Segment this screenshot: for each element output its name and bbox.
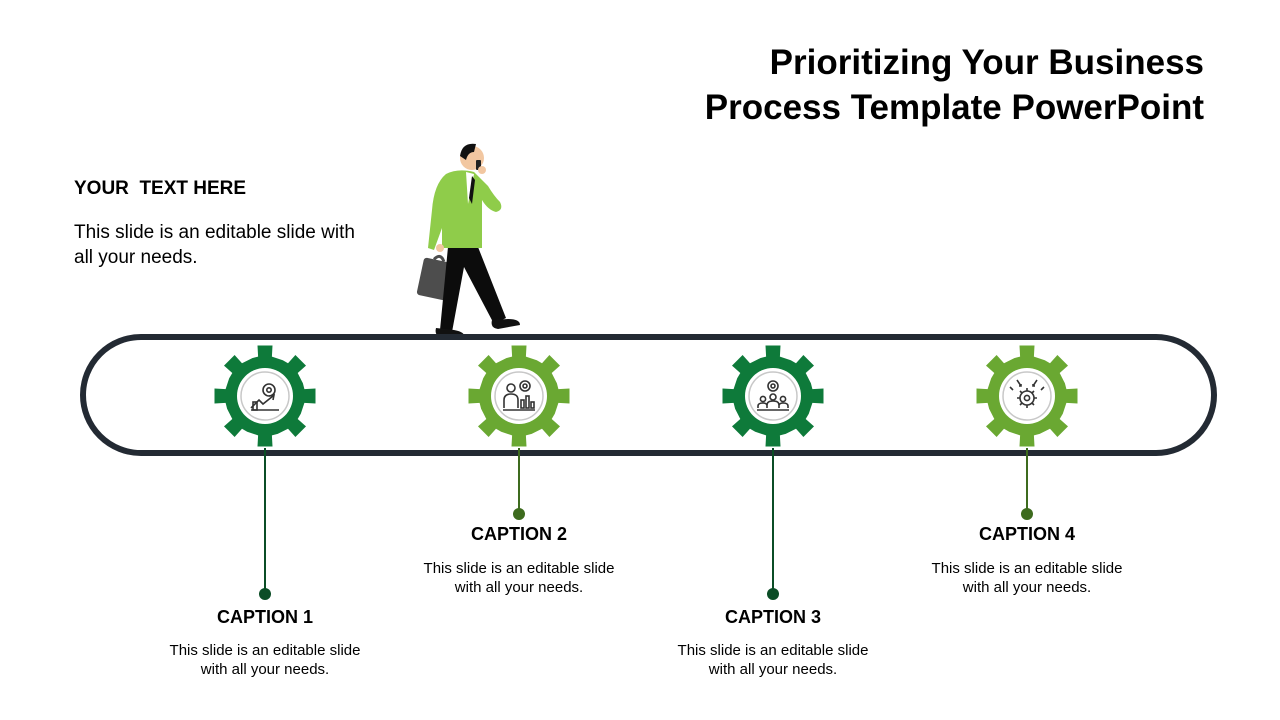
step-1-dot <box>259 588 271 600</box>
step-2-caption: CAPTION 2 <box>419 524 619 545</box>
gear-arrows-icon <box>1005 374 1049 418</box>
step-2-dot <box>513 508 525 520</box>
team-gear-icon <box>751 374 795 418</box>
step-1-gear <box>213 344 317 448</box>
step-4-gear <box>975 344 1079 448</box>
step-1-connector <box>264 448 266 594</box>
step-4-connector <box>1026 448 1028 510</box>
step-4-text: This slide is an editable slide with all… <box>927 559 1127 597</box>
step-2-text: This slide is an editable slide with all… <box>419 559 619 597</box>
intro-text: This slide is an editable slide with all… <box>74 220 364 270</box>
slide-title-line-1: Prioritizing Your Business <box>564 40 1204 85</box>
step-2-gear <box>467 344 571 448</box>
step-2-connector <box>518 448 520 510</box>
step-3-connector <box>772 448 774 594</box>
team-chart-icon <box>497 374 541 418</box>
step-3-text: This slide is an editable slide with all… <box>673 641 873 679</box>
gear-growth-icon <box>243 374 287 418</box>
step-3-dot <box>767 588 779 600</box>
step-3-caption: CAPTION 3 <box>673 607 873 628</box>
step-1-text: This slide is an editable slide with all… <box>165 641 365 679</box>
step-4-caption: CAPTION 4 <box>927 524 1127 545</box>
step-3-gear <box>721 344 825 448</box>
businessman-illustration <box>416 142 528 342</box>
intro-heading: YOUR TEXT HERE <box>74 178 246 200</box>
step-4-dot <box>1021 508 1033 520</box>
step-1-caption: CAPTION 1 <box>165 607 365 628</box>
slide-title-line-2: Process Template PowerPoint <box>564 85 1204 130</box>
slide-title: Prioritizing Your Business Process Templ… <box>564 40 1204 130</box>
